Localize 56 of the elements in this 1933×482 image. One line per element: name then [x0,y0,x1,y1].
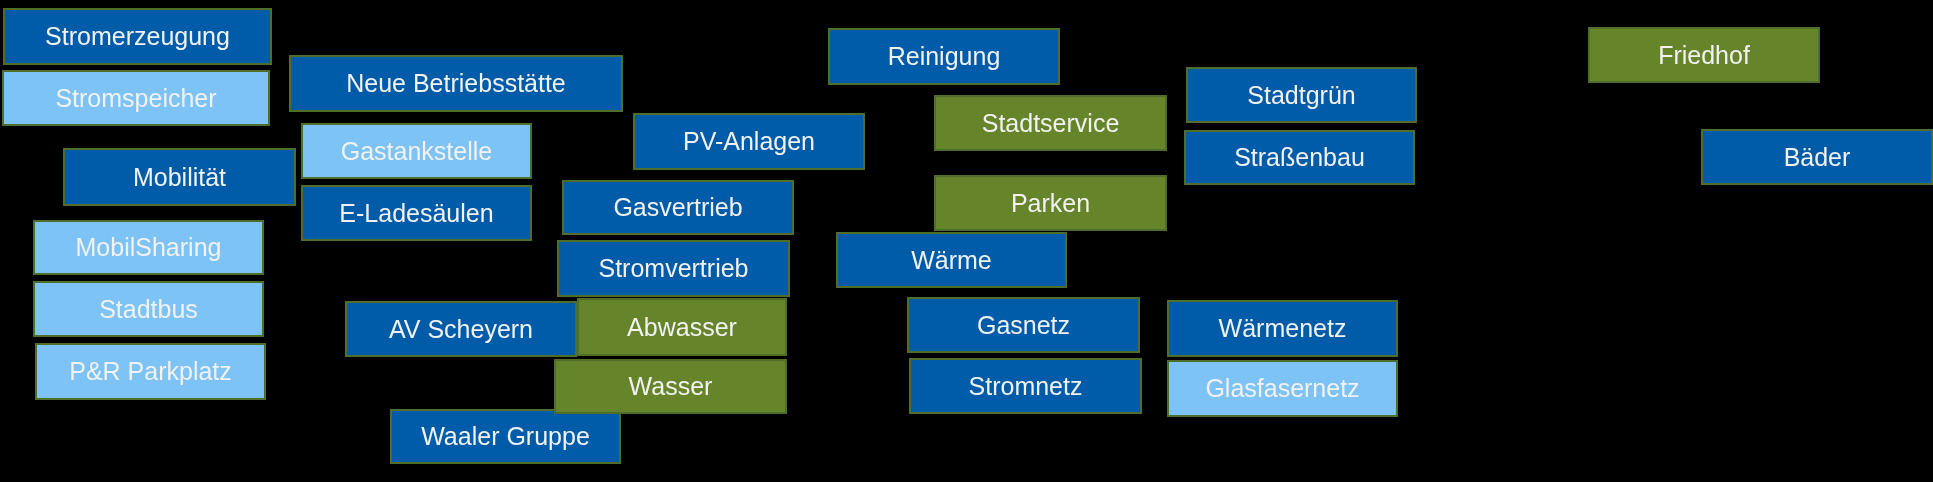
unit-label: PV-Anlagen [682,127,815,156]
unit-box [1186,67,1417,123]
unit-box [33,281,264,337]
unit-label: Gasnetz [976,310,1071,340]
unit-label: Parken [1010,188,1091,218]
unit-label: P&R Parkplatz [69,357,232,386]
unit-box [554,359,787,414]
unit-box [35,343,266,400]
unit-box [633,113,865,170]
unit-box [836,232,1067,288]
unit-label: AV Scheyern [388,314,534,344]
unit-box [934,175,1167,231]
unit-label: Wärme [911,245,992,275]
unit-label: Glasfasernetz [1205,374,1360,403]
unit-label: Straßenbau [1234,143,1365,172]
unit-label: Bäder [1783,142,1851,172]
unit-label: Stromvertrieb [598,254,749,283]
unit-box [909,358,1142,414]
unit-label: Abwasser [627,312,737,342]
unit-label: Stromnetz [968,371,1083,401]
unit-label: Gastankstelle [340,136,493,166]
unit-label: Reinigung [887,42,1001,71]
unit-box [345,301,577,357]
unit-label: Gasvertrieb [613,193,743,222]
unit-box [33,220,264,275]
unit-box [577,298,787,356]
unit-box [1184,130,1415,185]
unit-box [1167,300,1398,357]
unit-box [301,123,532,179]
unit-box [301,185,532,241]
unit-label: E-Ladesäulen [339,198,494,228]
unit-label: Mobilität [132,162,227,192]
unit-label: Wasser [628,372,713,401]
unit-box [907,297,1140,353]
unit-label: Stadtservice [981,108,1120,138]
unit-box [289,55,623,112]
unit-box [3,8,272,65]
unit-box [1588,27,1820,83]
unit-label: Stadtgrün [1247,80,1356,110]
unit-label: Wärmenetz [1218,314,1347,343]
unit-label: Stadtbus [99,294,198,324]
unit-label: Friedhof [1658,40,1750,70]
unit-label: Waaler Gruppe [421,422,590,451]
unit-box [63,148,296,206]
unit-box [828,28,1060,85]
unit-box [562,180,794,235]
unit-label: MobilSharing [75,233,222,262]
unit-label: Stromerzeugung [45,22,230,51]
unit-box [1167,360,1398,417]
unit-box [1701,129,1933,185]
unit-box [934,95,1167,151]
unit-label: Stromspeicher [55,83,217,113]
unit-label: Neue Betriebsstätte [346,69,566,98]
unit-box [557,240,790,297]
unit-box [390,409,621,464]
unit-box [2,70,270,126]
